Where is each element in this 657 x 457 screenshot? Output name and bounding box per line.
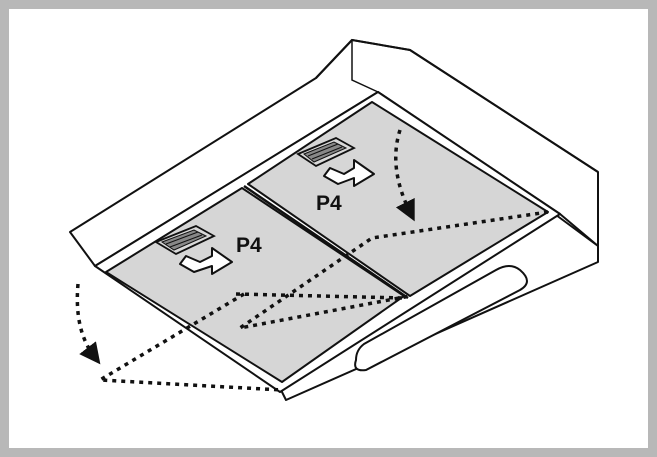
label-p4-left: P4 [236, 234, 262, 257]
hood-top-rim [315, 38, 599, 173]
latch-right [296, 137, 356, 168]
dotted-outline-left [94, 292, 283, 392]
swing-path-right [394, 129, 415, 222]
dotted-outline-right [239, 210, 549, 330]
push-arrow-left [179, 247, 233, 275]
latch-left [153, 225, 216, 256]
filter-divider [243, 184, 409, 300]
swing-path-left [75, 283, 101, 365]
hood-light-window [354, 265, 528, 372]
hood-back-edge [351, 40, 379, 93]
push-arrow-right [323, 159, 375, 187]
dotted-outline-left-top [235, 292, 405, 300]
label-p4-right: P4 [316, 192, 342, 215]
